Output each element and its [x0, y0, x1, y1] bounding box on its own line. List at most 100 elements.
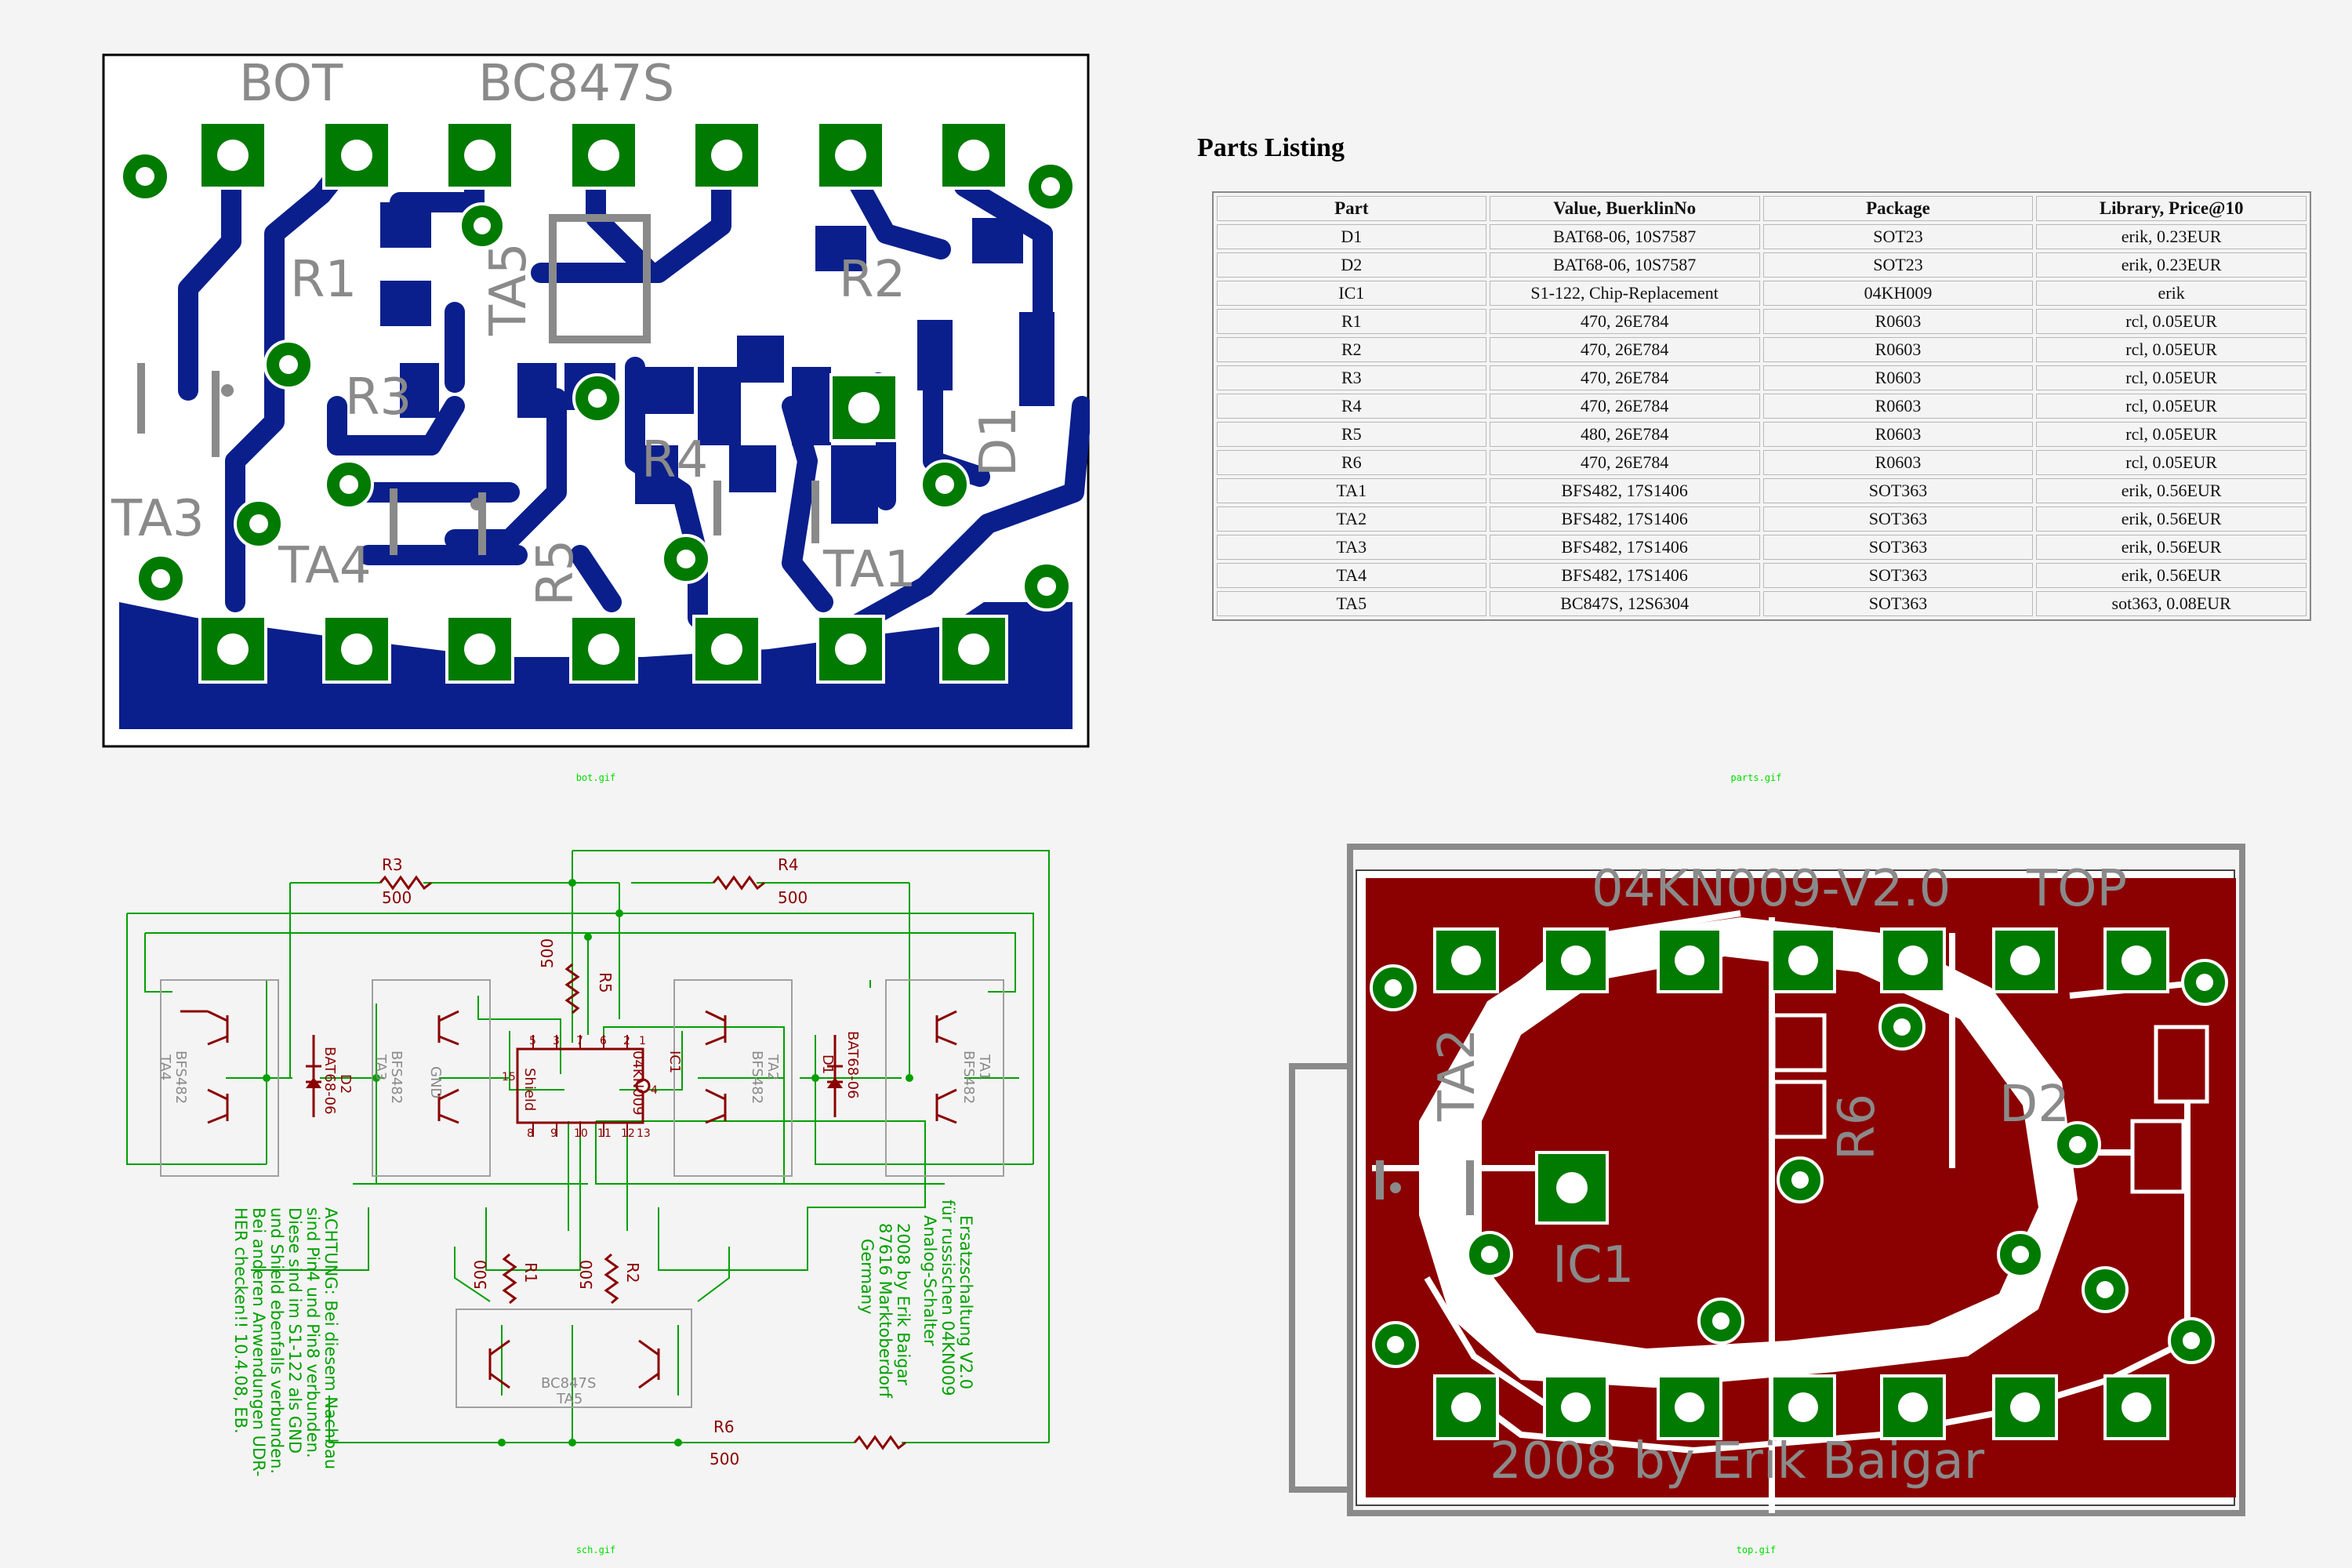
credit-note-line: 87616 Marktoberdorf [876, 1223, 895, 1399]
parts-table: Part Value, BuerklinNo Package Library, … [1212, 191, 2311, 621]
sch-ta4-type: BFS482 [172, 1051, 189, 1104]
library-cell: erik, 0.56EUR [2036, 563, 2307, 588]
package-cell: SOT363 [1762, 591, 2034, 616]
package-cell: SOT23 [1762, 252, 2034, 278]
package-cell: SOT363 [1762, 535, 2034, 560]
ta4-label: TA4 [278, 537, 372, 595]
part-cell: D1 [1217, 224, 1486, 249]
ic-pin-number: 6 [600, 1035, 607, 1047]
value-cell: 480, 26E784 [1489, 422, 1760, 447]
warning-note-line: ACHTUNG: Bei diesem Nachbau [321, 1207, 340, 1469]
part-cell: R5 [1217, 422, 1486, 447]
sch-r4-label: R4 [778, 855, 799, 874]
top-board-image: 04KN009-V2.0 TOP TA2 R6 D2 IC1 2008 by E… [1289, 844, 2245, 1516]
sch-d1-label: D1 [819, 1054, 836, 1074]
library-cell: erik, 0.23EUR [2036, 224, 2307, 249]
sch-ta3-type: BFS482 [388, 1051, 405, 1104]
part-cell: R2 [1217, 337, 1486, 362]
sch-caption: sch.gif [575, 1544, 616, 1555]
value-cell: BFS482, 17S1406 [1489, 563, 1760, 588]
top-caption: top.gif [1736, 1544, 1777, 1555]
value-cell: BC847S, 12S6304 [1489, 591, 1760, 616]
value-cell: 470, 26E784 [1489, 337, 1760, 362]
sch-ta1-label: TA1 [976, 1054, 993, 1080]
library-cell: rcl, 0.05EUR [2036, 422, 2307, 447]
library-cell: erik [2036, 281, 2307, 306]
sch-d2-type: BAT68-06 [321, 1047, 338, 1115]
ic-pin-number: 10 [574, 1127, 588, 1140]
sch-ta2-label: TA2 [764, 1054, 781, 1080]
value-cell: 470, 26E784 [1489, 365, 1760, 390]
part-cell: TA5 [1217, 591, 1486, 616]
sch-r5-label: R5 [596, 972, 615, 993]
r2-label: R2 [839, 251, 906, 309]
part-cell: R3 [1217, 365, 1486, 390]
package-cell: 04KH009 [1762, 281, 2034, 306]
warning-note-line: HER checken!! 10.4.08, EB. [231, 1207, 250, 1434]
r4-label: R4 [641, 431, 708, 489]
part-cell: D2 [1217, 252, 1486, 278]
sch-r1-label: R1 [521, 1262, 540, 1283]
ic-pin-number: 9 [550, 1127, 557, 1140]
package-cell: R0603 [1762, 309, 2034, 334]
sch-ta4-label: TA4 [157, 1054, 173, 1080]
sch-ic1-type: 04KN009 [630, 1051, 646, 1116]
ta3-label: TA3 [111, 490, 205, 548]
r1-label: R1 [290, 251, 357, 309]
top-label: TOP [2026, 860, 2127, 918]
ic-pin-number: 2 [623, 1035, 630, 1047]
sch-r5-value: 500 [538, 938, 557, 968]
value-cell: 470, 26E784 [1489, 394, 1760, 419]
sch-r6-label: R6 [713, 1417, 735, 1436]
value-cell: BFS482, 17S1406 [1489, 535, 1760, 560]
part-cell: TA1 [1217, 478, 1486, 503]
bottom-board-image: BOT BC847S R1 R2 R3 R4 TA1 TA3 TA4 TA5 R… [102, 53, 1090, 748]
ic-pin-number: 12 [621, 1127, 635, 1140]
package-cell: R0603 [1762, 394, 2034, 419]
package-cell: SOT363 [1762, 563, 2034, 588]
sch-r6-value: 500 [710, 1450, 739, 1468]
ic-pin-number: 11 [597, 1127, 612, 1140]
credit-note-line: für russischen 04KN009 [938, 1200, 957, 1396]
d2-label: D2 [1999, 1076, 2070, 1134]
parts-listing-title: Parts Listing [1197, 133, 1345, 162]
sch-ta5-label: TA5 [556, 1391, 583, 1407]
credit-note-line: Ersatzschaltung V2.0 [956, 1215, 975, 1389]
package-cell: R0603 [1762, 422, 2034, 447]
value-cell: BAT68-06, 10S7587 [1489, 252, 1760, 278]
parts-header-package: Package [1762, 196, 2034, 221]
r5-label: R5 [527, 539, 585, 606]
sch-d1-type: BAT68-06 [844, 1031, 861, 1099]
library-cell: erik, 0.56EUR [2036, 535, 2307, 560]
sch-r4-value: 500 [778, 888, 808, 907]
sch-r2-label: R2 [623, 1262, 642, 1283]
value-cell: BAT68-06, 10S7587 [1489, 224, 1760, 249]
warning-note-line: Diese sind im S1-122 als GND [285, 1207, 304, 1454]
sch-r3-label: R3 [382, 855, 403, 874]
d1-label: D1 [970, 406, 1028, 477]
part-cell: R1 [1217, 309, 1486, 334]
library-cell: erik, 0.56EUR [2036, 506, 2307, 532]
ic-pin-number: 13 [637, 1127, 651, 1140]
parts-header-part: Part [1217, 196, 1486, 221]
bot-label: BOT [239, 55, 343, 113]
parts-header-row: Part Value, BuerklinNo Package Library, … [1217, 196, 2307, 221]
sch-ta2-type: BFS482 [749, 1051, 765, 1104]
schematic-image: R3 500 R4 500 R5 500 R1 500 R2 500 R6 50… [126, 850, 1050, 1476]
ic1-label: IC1 [1552, 1236, 1634, 1294]
bot-caption: bot.gif [575, 772, 616, 783]
part-cell: TA3 [1217, 535, 1486, 560]
sch-ic1-label: IC1 [666, 1051, 683, 1073]
part-cell: TA4 [1217, 563, 1486, 588]
library-cell: rcl, 0.05EUR [2036, 337, 2307, 362]
ta1-label: TA1 [822, 541, 916, 599]
